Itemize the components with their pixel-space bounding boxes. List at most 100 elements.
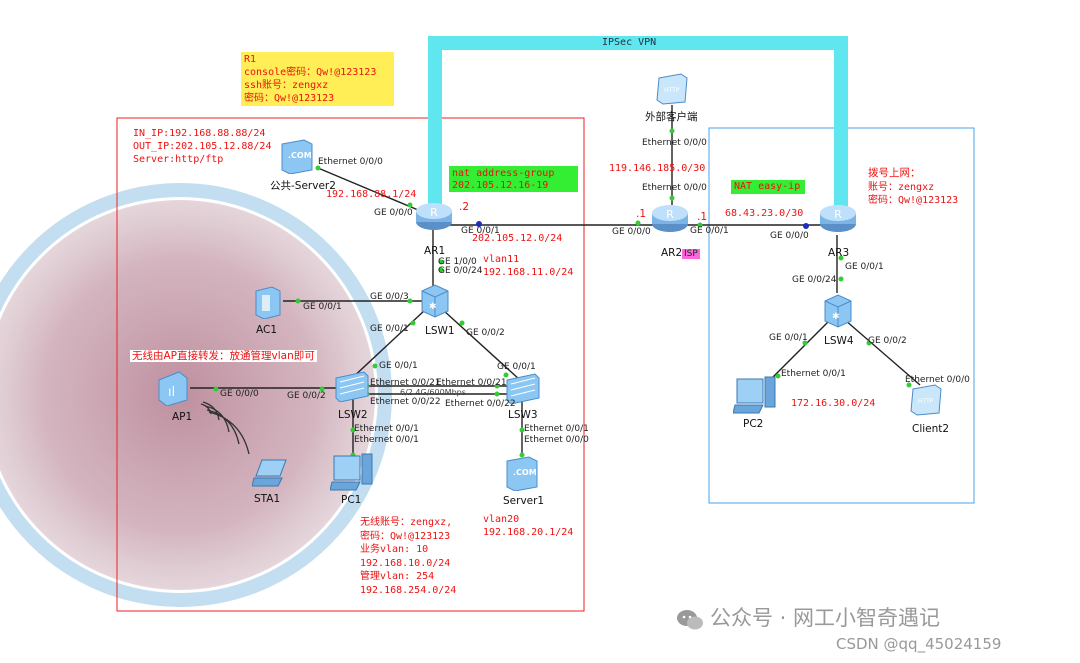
r1-credentials-note [241,52,394,106]
external-client-label: 外部客户端 [645,111,698,123]
note-text: 192.168.254.0/24 [360,585,457,596]
note-text: 202.105.12.16-19 [452,180,549,191]
port-label: GE 1/0/0 [438,257,477,267]
note-text: 密码：Qw!@123123 [868,195,959,206]
port-label: GE 0/0/0 [374,208,413,218]
router-icon[interactable]: R [414,198,454,232]
note-text: IN_IP:192.168.88.88/24 [133,128,266,139]
router-ar2-label: AR2 [661,247,683,259]
port-label: Ethernet 0/0/21 [370,378,441,388]
nat-easy-ip-note [731,180,805,194]
port-label: GE 0/0/0 [612,227,651,237]
note-text: R1 [244,54,257,65]
server-icon[interactable]: .COM [280,138,314,174]
watermark-title: 公众号 · 网工小智奇遇记 [710,606,941,630]
pc2-label: PC2 [743,418,764,430]
ac1-label: AC1 [256,324,278,336]
note-text: 172.16.30.0/24 [791,398,876,409]
port-label: Ethernet 0/0/1 [354,435,419,445]
note-text: ssh账号：zengxz [244,80,329,91]
pc-icon[interactable] [330,452,374,492]
svg-text:.COM: .COM [513,468,537,477]
port-label: GE 0/0/3 [370,292,409,302]
note-text: 202.105.12.0/24 [472,233,563,244]
port-label: Ethernet 0/0/21 [436,378,507,388]
note-text: console密码：Qw!@123123 [244,67,377,78]
port-label: GE 0/0/1 [303,302,342,312]
pc-icon[interactable] [733,375,777,415]
port-label: .2 [459,201,470,213]
port-label: Ethernet 0/0/0 [318,157,383,167]
wireless-coverage-area [0,183,392,607]
router-icon[interactable]: R [818,200,858,234]
note-text: 119.146.185.0/30 [609,163,706,174]
note-text: OUT_IP:202.105.12.88/24 [133,141,272,152]
port-label: GE 0/0/1 [769,333,808,343]
port-label: GE 0/0/1 [690,226,729,236]
nat-address-group-note [449,166,578,192]
wechat-icon [677,610,703,630]
svg-text:✱: ✱ [429,302,437,312]
switch-lsw1-label: LSW1 [425,325,455,337]
laptop-icon[interactable] [252,458,288,488]
client2-label: Client2 [912,423,950,435]
switch-icon[interactable] [505,372,541,404]
pc1-label: PC1 [341,494,362,506]
svg-text:.COM: .COM [288,151,312,160]
note-text: vlan11 [483,254,520,265]
note-text: nat address-group [452,168,555,179]
port-label: GE 0/0/1 [845,262,884,272]
wifi-signal-icon [200,401,250,455]
port-label: GE 0/0/2 [868,336,907,346]
port-label: GE 0/0/24 [792,275,837,285]
note-text: 业务vlan: 10 [360,544,429,555]
access-point-icon[interactable]: ıl [155,370,191,406]
port-label: GE 0/0/24 [438,266,483,276]
note-text: 拨号上网： [868,167,921,179]
svg-text:HTTP: HTTP [664,87,680,94]
sta1-label: STA1 [254,493,281,505]
port-label: Ethernet 0/0/1 [781,369,846,379]
port-label: GE 0/0/0 [220,389,259,399]
watermark-csdn: CSDN @qq_45024159 [836,635,1002,653]
client-icon[interactable]: HTTP [909,383,943,417]
note-text: 68.43.23.0/30 [725,208,804,219]
note-text: NAT easy-ip [734,181,801,192]
ap1-label: AP1 [172,411,193,423]
port-label: GE 0/0/1 [370,324,409,334]
note-text: vlan20 [483,514,520,525]
svg-text:✱: ✱ [832,312,840,322]
isp-badge: ISP [682,249,700,260]
svg-text:ıl: ıl [168,385,175,400]
note-text: 管理vlan: 254 [360,571,435,582]
server2-label: 公共-Server2 [270,180,336,192]
port-label: GE 0/0/1 [461,226,500,236]
router-icon[interactable]: R [650,200,690,234]
port-label: GE 0/0/1 [497,362,536,372]
note-text: 192.168.20.1/24 [483,527,574,538]
server-icon[interactable]: .COM [505,455,539,491]
switch-icon[interactable]: ✱ [821,293,855,329]
note-text: 密码：Qw!@123123 [244,93,335,104]
port-label: Ethernet 0/0/0 [524,435,589,445]
switch-icon[interactable]: ✱ [418,283,452,319]
port-label: GE 0/0/2 [287,391,326,401]
port-label: GE 0/0/1 [379,361,418,371]
port-label: Ethernet 0/0/0 [905,375,970,385]
ipsec-vpn-label: IPSec VPN [602,37,657,48]
port-label: Ethernet 0/0/1 [354,424,419,434]
port-label: Ethernet 0/0/22 [445,399,516,409]
note-text: 账号：zengxz [868,182,935,193]
note-text: 192.168.11.0/24 [483,267,574,278]
wireless-forward-note: 无线由AP直接转发：放通管理vlan即可 [130,350,317,363]
port-label: GE 0/0/2 [466,328,505,338]
switch-icon[interactable] [334,370,370,402]
router-ar3-label: AR3 [828,247,850,259]
svg-text:HTTP: HTTP [918,398,934,405]
access-controller-icon[interactable] [252,285,282,319]
switch-lsw3-label: LSW3 [508,409,538,421]
red-zone-boundary [116,117,585,612]
client-icon[interactable]: HTTP [655,72,689,106]
port-label: GE 0/0/0 [770,231,809,241]
